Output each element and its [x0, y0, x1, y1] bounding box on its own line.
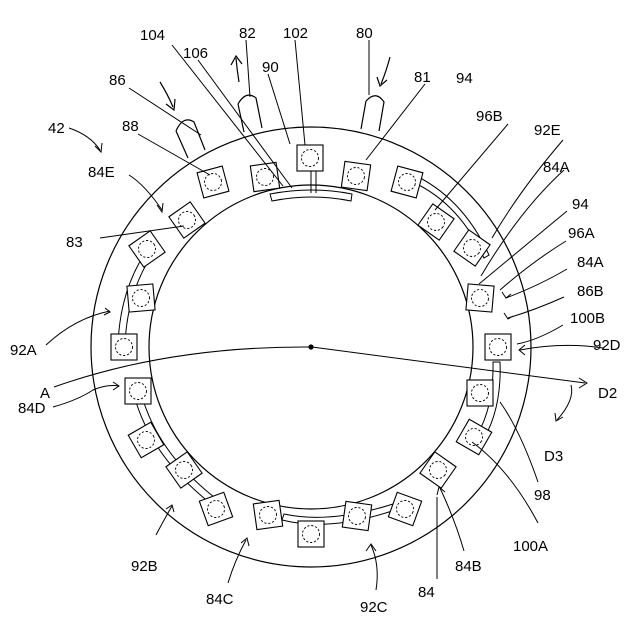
label-94-mid: 94	[572, 196, 589, 213]
pipe-86	[176, 120, 205, 158]
connector-box	[298, 521, 324, 547]
label-D2: D2	[598, 385, 617, 402]
label-104: 104	[140, 27, 165, 44]
label-83: 83	[66, 234, 83, 251]
label-84B: 84B	[455, 558, 482, 575]
label-98: 98	[534, 487, 551, 504]
label-84E: 84E	[88, 164, 115, 181]
label-84D: 84D	[18, 400, 46, 417]
label-92A: 92A	[10, 342, 37, 359]
connector-box	[485, 334, 511, 360]
label-84A-top: 84A	[543, 159, 570, 176]
label-100A: 100A	[513, 538, 548, 555]
label-42: 42	[48, 120, 65, 137]
label-102: 102	[283, 25, 308, 42]
label-100B: 100B	[570, 310, 605, 327]
connector-box	[111, 334, 137, 360]
label-86B: 86B	[577, 283, 604, 300]
label-92D: 92D	[593, 337, 621, 354]
connector-box	[129, 231, 165, 267]
label-92B: 92B	[131, 558, 158, 575]
arrow-out-82	[231, 56, 242, 82]
arrow-in-86	[160, 82, 175, 110]
label-94-top: 94	[456, 70, 473, 87]
connector-box	[420, 452, 456, 488]
connector-box	[127, 284, 155, 312]
label-81: 81	[414, 69, 431, 86]
connector-box	[388, 492, 421, 525]
label-84: 84	[418, 584, 435, 601]
label-82: 82	[239, 25, 256, 42]
label-88: 88	[122, 118, 139, 135]
connector-box	[253, 500, 282, 529]
arrow-in-80	[377, 57, 390, 86]
label-D3: D3	[544, 448, 563, 465]
connector-box	[297, 145, 323, 171]
connector-box	[467, 380, 493, 406]
connector-box	[454, 230, 490, 266]
label-92C: 92C	[360, 599, 388, 616]
label-92E: 92E	[534, 122, 561, 139]
connector-box	[341, 161, 370, 190]
connector-box	[250, 162, 279, 191]
label-80: 80	[356, 25, 373, 42]
label-84A-mid: 84A	[577, 254, 604, 271]
label-106: 106	[183, 45, 208, 62]
connector-box	[128, 422, 164, 458]
connector-box	[466, 284, 494, 312]
pipe-82	[238, 95, 262, 132]
connector-box	[169, 202, 205, 238]
label-96B: 96B	[476, 108, 503, 125]
connector-box	[125, 378, 151, 404]
connector-box	[342, 501, 371, 530]
label-90: 90	[262, 59, 279, 76]
centre-point	[308, 344, 313, 349]
label-84C: 84C	[206, 591, 234, 608]
label-86: 86	[109, 72, 126, 89]
pipe-80	[361, 96, 384, 131]
connector-box	[391, 166, 423, 198]
label-96A: 96A	[568, 225, 595, 242]
